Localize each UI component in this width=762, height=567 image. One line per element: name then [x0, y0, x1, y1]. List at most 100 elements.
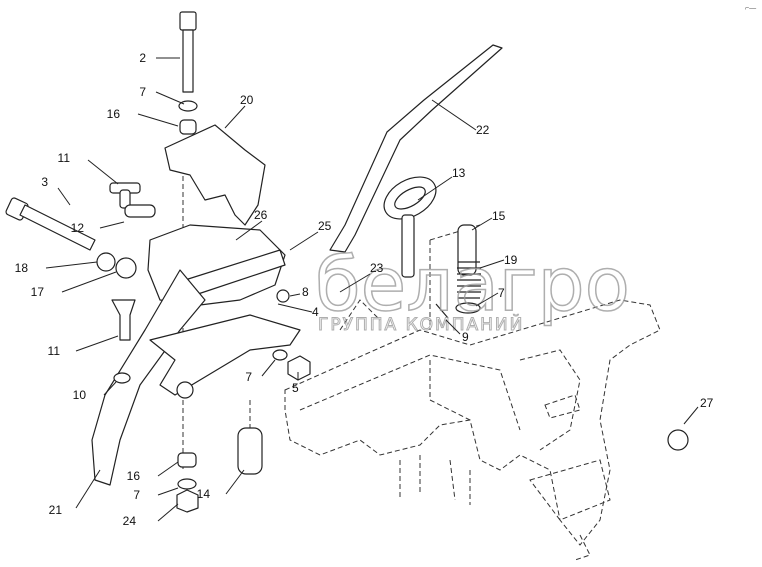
callout-label: 26	[254, 208, 268, 222]
bolt-3	[5, 197, 96, 251]
leader-line	[103, 381, 117, 396]
clip-10	[113, 372, 131, 384]
nut-8	[276, 289, 290, 303]
leader-line	[417, 176, 453, 201]
bushing-16-bottom	[177, 452, 197, 468]
callout-label: 2	[139, 51, 146, 65]
plate-20	[164, 124, 266, 226]
callout-label: 8	[302, 285, 309, 299]
callout-4: 4	[277, 303, 319, 319]
leader-line	[99, 221, 125, 229]
callout-16: 16	[127, 461, 179, 483]
callout-label: 17	[31, 285, 45, 299]
callout-label: 13	[452, 166, 466, 180]
callout-23: 23	[339, 261, 384, 293]
svg-text:ГРУППА КОМПАНИЙ: ГРУППА КОМПАНИЙ	[318, 313, 524, 335]
bushing-17	[115, 257, 137, 279]
pin-11-top	[109, 182, 141, 209]
leader-line	[45, 261, 98, 269]
washer-7-bottom	[177, 478, 197, 490]
callout-8: 8	[289, 285, 309, 299]
leader-line	[471, 217, 493, 231]
callout-label: 10	[73, 388, 87, 402]
callout-label: 23	[370, 261, 384, 275]
leader-line	[479, 259, 505, 269]
leader-line	[289, 293, 301, 297]
callout-label: 11	[48, 344, 61, 358]
callout-2: 2	[139, 51, 180, 65]
nut-24	[176, 489, 199, 513]
handle-22	[329, 44, 503, 253]
leader-line	[445, 319, 461, 335]
leader-line	[277, 303, 313, 313]
callout-label: 5	[292, 381, 299, 395]
leader-line	[137, 113, 179, 127]
watermark: белагро ГРУППА КОМПАНИЙ	[314, 241, 630, 335]
leader-line	[339, 273, 371, 293]
main-frame	[182, 160, 661, 561]
ring-27	[667, 429, 689, 451]
callout-11: 11	[48, 335, 119, 358]
pin-11-bottom	[111, 299, 136, 341]
callout-7: 7	[133, 487, 179, 502]
callout-20: 20	[224, 93, 254, 129]
callout-25: 25	[289, 219, 332, 251]
leader-line	[224, 105, 246, 129]
callout-label: 11	[58, 151, 71, 165]
spring-19	[455, 261, 481, 314]
callout-15: 15	[471, 209, 506, 231]
leader-line	[155, 91, 185, 105]
callout-label: 15	[492, 209, 506, 223]
leader-line	[61, 271, 117, 293]
callout-3: 3	[41, 175, 71, 206]
callout-7: 7	[139, 85, 185, 105]
bolt-2	[178, 11, 198, 135]
callout-label: 7	[133, 488, 140, 502]
svg-text:белагро: белагро	[315, 242, 630, 328]
callout-5: 5	[292, 372, 299, 395]
callout-label: 24	[123, 514, 137, 528]
callout-26: 26	[235, 208, 268, 241]
nut-5	[287, 355, 311, 381]
callout-17: 17	[31, 271, 117, 299]
callout-label: 18	[15, 261, 29, 275]
callout-24: 24	[123, 503, 179, 528]
corner-mark: ⌐—	[745, 5, 756, 12]
leader-line	[431, 99, 477, 131]
callout-9: 9	[445, 319, 469, 344]
callout-7: 7	[245, 359, 276, 384]
sleeve-14	[237, 427, 263, 475]
callout-27: 27	[683, 396, 714, 425]
leader-line	[261, 359, 276, 377]
leader-line	[75, 335, 119, 352]
leader-line	[75, 469, 101, 509]
pin-12	[124, 204, 156, 218]
washer-7	[272, 349, 288, 361]
callout-label: 7	[245, 370, 252, 384]
callout-11: 11	[58, 151, 119, 185]
callout-label: 20	[240, 93, 254, 107]
callout-label: 22	[476, 123, 490, 137]
callout-14: 14	[197, 469, 245, 501]
leader-line	[57, 187, 71, 206]
callout-21: 21	[49, 469, 101, 517]
leader-line	[157, 461, 179, 477]
callout-layer: 2716201131226251817238411751013151979222…	[15, 51, 714, 528]
leader-line	[235, 220, 263, 241]
callout-16: 16	[107, 107, 179, 127]
callout-label: 16	[107, 107, 121, 121]
callout-label: 4	[312, 305, 319, 319]
pin-9	[435, 303, 449, 319]
pin-13	[383, 176, 437, 278]
callout-label: 7	[498, 286, 505, 300]
leader-line	[225, 469, 245, 495]
callout-label: 21	[49, 503, 63, 517]
callout-12: 12	[71, 221, 125, 235]
callout-label: 27	[700, 396, 714, 410]
callout-18: 18	[15, 261, 98, 275]
callout-label: 25	[318, 219, 332, 233]
callout-10: 10	[73, 381, 117, 402]
callout-label: 19	[504, 253, 518, 267]
